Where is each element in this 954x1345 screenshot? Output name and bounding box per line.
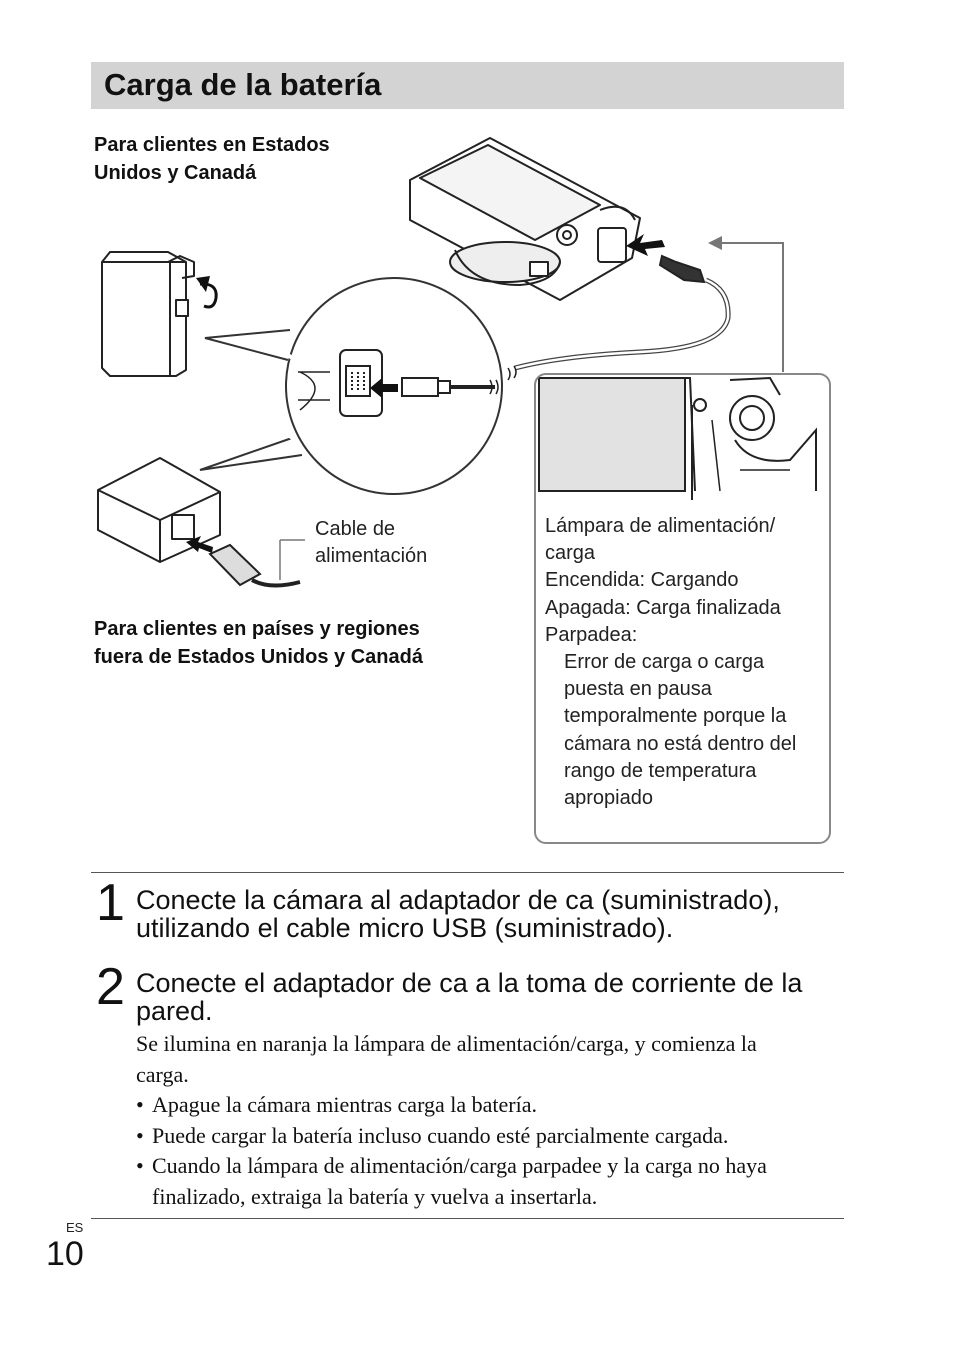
label-us-canada: Para clientes en Estados Unidos y Canadá: [94, 134, 330, 184]
step-1-number: 1: [96, 874, 125, 932]
arrow-left-icon: [708, 236, 722, 250]
lamp-callout-text: Lámpara de alimentación/ carga Encendida…: [545, 515, 797, 810]
language-marker: ES: [66, 1220, 84, 1235]
list-item: • Apague la cámara mientras carga la bat…: [136, 1092, 537, 1117]
ac-adapter-other-illustration: [97, 457, 221, 563]
arrow-into-adapter-icon: [186, 536, 213, 553]
list-item: • Puede cargar la batería incluso cuando…: [136, 1122, 729, 1148]
power-cable-plug-illustration: [208, 539, 305, 588]
step-1-text: Conecte la cámara al adaptador de ca (su…: [136, 885, 780, 943]
camera-illustration: [409, 137, 641, 301]
arrow-into-port-icon: [370, 378, 398, 398]
callout-leader-line: [718, 242, 784, 372]
title-bar: [91, 62, 844, 109]
ac-adapter-us-illustration: [101, 251, 195, 377]
list-item: • Cuando la lámpara de alimentación/carg…: [136, 1153, 767, 1209]
lamp-closeup-illustration: [537, 376, 819, 500]
arrow-into-camera-icon: [626, 234, 665, 256]
lamp-callout-box: [534, 373, 831, 844]
divider-top: [91, 872, 844, 873]
rotate-arrow-icon: [199, 282, 218, 309]
step-2-bullets: • Apague la cámara mientras carga la bat…: [136, 1090, 836, 1212]
step-2-number: 2: [96, 958, 125, 1016]
cable-label: Cable de alimentación: [315, 518, 428, 567]
step-2-text: Conecte el adaptador de ca a la toma de …: [136, 968, 803, 1026]
divider-bottom: [91, 1218, 844, 1219]
usb-cable-illustration: [507, 254, 731, 381]
step-2-description: Se ilumina en naranja la lámpara de alim…: [136, 1031, 757, 1087]
page-number: 10: [46, 1235, 84, 1273]
usb-plug-illustration: [401, 377, 499, 397]
charging-illustration: [97, 137, 819, 588]
page-title: Carga de la batería: [104, 67, 382, 102]
label-other-regions: Para clientes en países y regiones fuera…: [94, 618, 423, 668]
